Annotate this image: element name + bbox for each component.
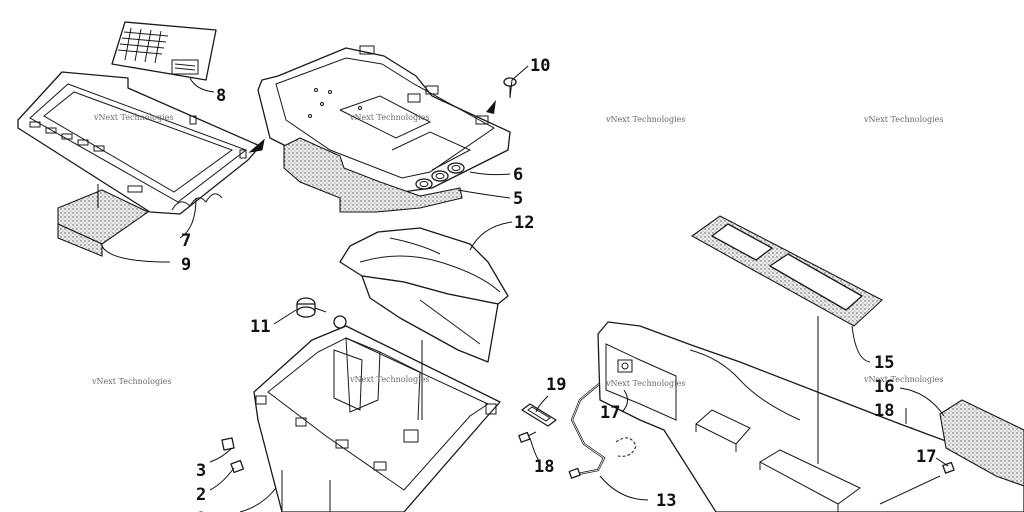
- leader-lines: [97, 65, 949, 512]
- watermark-3: vNext Technologies: [605, 115, 685, 124]
- watermark-6: vNext Technologies: [349, 375, 429, 384]
- instrument-panel-part-7: [17, 71, 261, 215]
- watermark-7: vNext Technologies: [605, 379, 685, 388]
- callout-18-left: 18: [534, 457, 554, 477]
- callout-7: 7: [181, 231, 191, 251]
- callout-17-right: 17: [916, 447, 936, 467]
- foam-pad-part-9: [57, 189, 150, 257]
- bushing-part-2: [230, 459, 245, 474]
- callout-3: 3: [196, 461, 206, 481]
- grommet-plate-part-19: [521, 403, 557, 427]
- clamp-detail: [615, 437, 637, 457]
- callout-11: 11: [250, 317, 270, 337]
- foam-block-part-16: [939, 399, 1024, 487]
- bolt-part-17-right: [879, 461, 955, 505]
- callout-15: 15: [874, 353, 894, 373]
- callout-8: 8: [216, 86, 226, 106]
- decal-sheet-part-8: [111, 21, 217, 81]
- storage-tray-part-1: [253, 315, 501, 512]
- callout-numbers: 8 7 9 10 6 5 12 11 3 2 1 19 17 18 13 15 …: [181, 56, 936, 512]
- callout-12: 12: [514, 213, 534, 233]
- callout-17-left: 17: [600, 403, 620, 423]
- screw-part-18-left: [518, 431, 537, 443]
- foam-pad-part-5: [283, 137, 463, 213]
- watermark-4: vNext Technologies: [863, 115, 943, 124]
- screw-bottom-left: [568, 467, 581, 479]
- callout-2: 2: [196, 485, 206, 505]
- watermarks: vNext Technologies vNext Technologies vN…: [91, 113, 943, 388]
- watermark-8: vNext Technologies: [863, 375, 943, 384]
- callout-10: 10: [530, 56, 550, 76]
- seal-gasket-part-15: [690, 215, 883, 327]
- duct-cover-part-12: [339, 227, 509, 363]
- callout-19: 19: [546, 375, 566, 395]
- callout-13: 13: [656, 491, 676, 511]
- callout-9: 9: [181, 255, 191, 275]
- callout-16: 16: [874, 377, 894, 397]
- callout-6: 6: [513, 165, 523, 185]
- screw-part-10: [503, 77, 517, 98]
- knob-part-11: [296, 297, 327, 318]
- watermark-2: vNext Technologies: [349, 113, 429, 122]
- callout-1: 1: [196, 509, 206, 512]
- watermark-1: vNext Technologies: [93, 113, 173, 122]
- callout-5: 5: [513, 189, 523, 209]
- callout-18-right: 18: [874, 401, 894, 421]
- watermark-5: vNext Technologies: [91, 377, 171, 386]
- control-knobs: [415, 162, 465, 190]
- clip-part-3: [221, 437, 235, 451]
- console-housing: [597, 321, 1024, 512]
